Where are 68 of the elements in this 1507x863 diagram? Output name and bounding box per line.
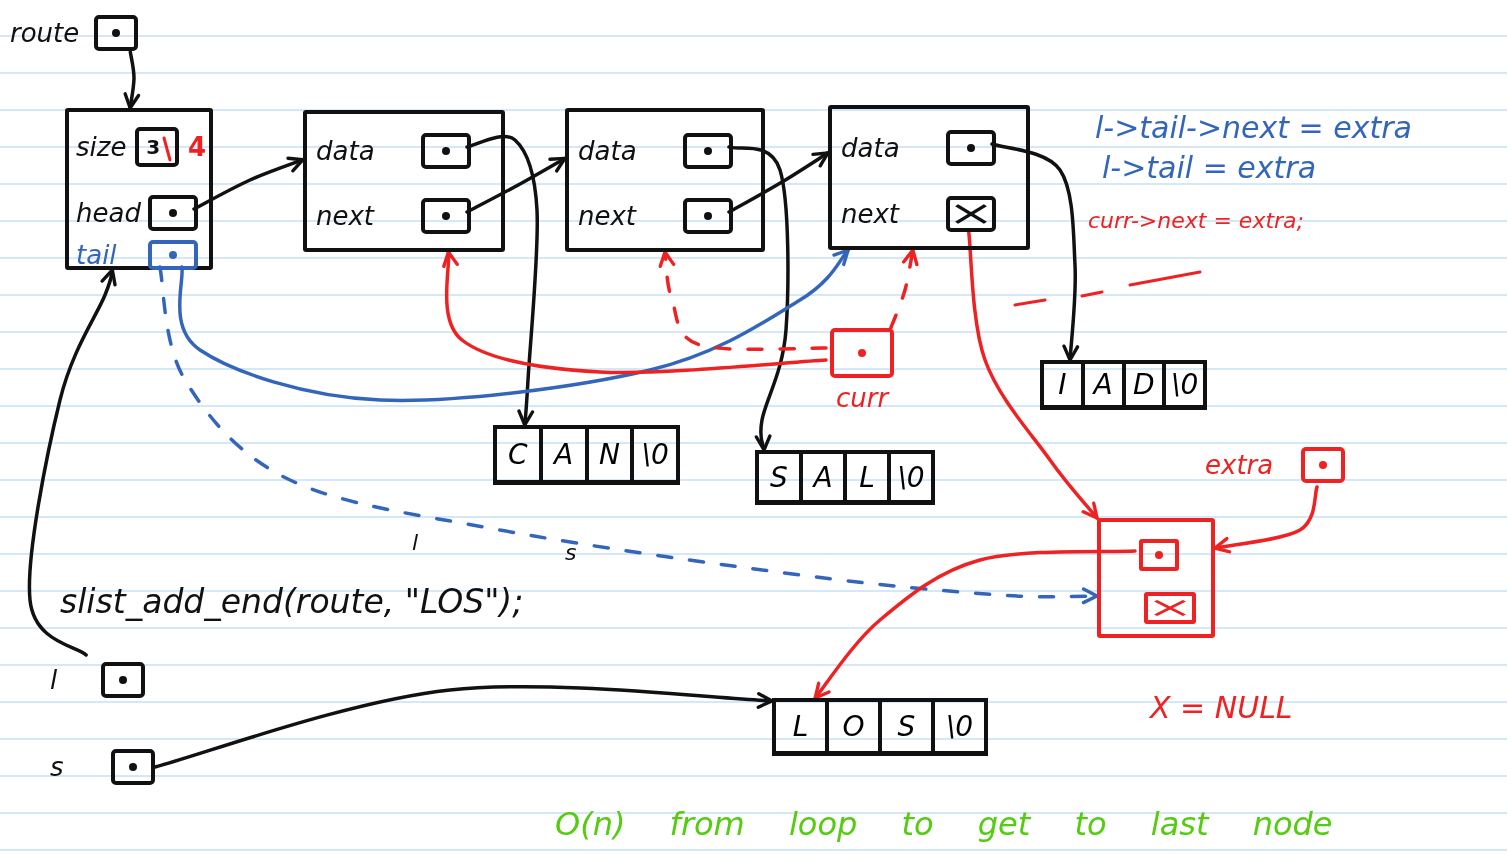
array-char: \0 [1162,364,1203,405]
arrow [727,151,830,214]
pointer-slot [1139,539,1179,571]
code-line: slist_add_end(route, "LOS"); [60,582,524,621]
list-struct [65,108,213,270]
array-char: A [799,454,843,500]
note-text: X = NULL [1150,690,1293,725]
note-text: l->tail = extra [1102,150,1316,185]
null-slot [1144,592,1196,624]
array-char: \0 [630,429,676,480]
arrow [465,134,540,427]
array-char: O [825,702,878,751]
array-char: A [538,429,585,480]
note-text: s [565,540,577,565]
array-char: L [843,454,887,500]
updated-value: 4 [187,132,206,162]
note-text: l->tail->next = extra [1095,110,1412,145]
arrow [158,265,1099,605]
list-node [1097,518,1215,638]
array-char: A [1080,364,1122,405]
array-char: I [1057,367,1068,403]
char-array [493,425,680,485]
variable-label: extra [1205,450,1274,480]
arrow [123,50,141,110]
arrow [440,250,828,375]
arrow [192,156,305,211]
arrow [177,248,850,403]
array-char: \0 [931,702,984,751]
arrow [27,268,118,657]
variable-label: data [578,136,637,166]
crossed-value: 3 [146,137,161,157]
array-char: S [769,459,789,496]
arrow [153,685,774,769]
char-array [755,450,935,505]
arrow [658,250,828,352]
array-char: L [791,709,810,745]
note-text: curr->next = extra; [1088,208,1304,233]
char-array [1040,360,1207,410]
arrow [967,230,1099,520]
variable-label: data [841,133,900,163]
variable-label: next [316,201,375,231]
variable-label: l [50,665,58,695]
array-char: C [507,437,529,473]
variable-label: next [578,201,637,231]
arrow [727,145,790,452]
list-node [303,110,505,252]
note-text: O(n) from loop to get to last node [555,805,1333,843]
variable-label: next [841,199,900,229]
array-char: \0 [887,454,931,500]
char-array [772,698,988,756]
variable-label: head [76,198,141,228]
array-char: N [584,429,631,480]
arrow [465,156,567,214]
arrow [990,142,1080,362]
variable-label: curr [835,384,889,413]
variable-label: s [50,752,64,782]
note-text: l [412,530,419,555]
variable-label: data [316,136,375,166]
array-char: S [878,702,931,751]
array-char: D [1121,364,1163,405]
field-label: size [76,132,127,162]
arrow [1213,485,1319,554]
list-node [828,105,1030,250]
list-node [565,108,765,252]
arrow [813,549,1137,700]
variable-label: tail [76,240,117,270]
variable-label: route [10,18,80,48]
arrow [889,248,919,330]
